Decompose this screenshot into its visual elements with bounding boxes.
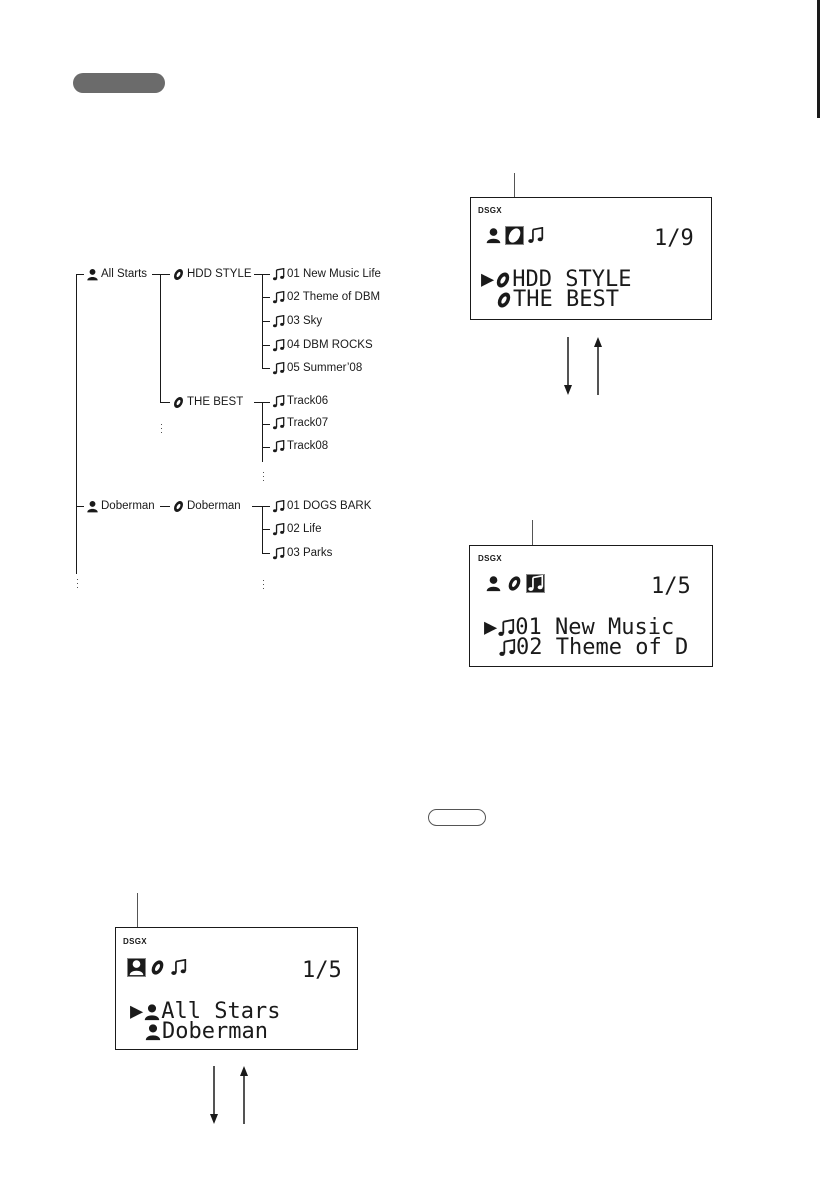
- tree-track: 04 DBM ROCKS: [272, 338, 373, 352]
- note-icon: [526, 574, 545, 593]
- tree-artist-doberman: Doberman: [86, 499, 155, 513]
- tree-track: Track08: [272, 439, 328, 453]
- lcd-mode-icons: [127, 958, 188, 977]
- lcd-display-artist: DSGX 1/5 ▶ All Stars Doberman: [115, 927, 358, 1050]
- cursor-marker: ▶: [481, 267, 495, 292]
- artist-icon: [143, 1003, 161, 1021]
- album-icon: [505, 574, 524, 593]
- note-tab: [428, 809, 486, 826]
- note-icon: [272, 362, 285, 375]
- tree-track: 05 Summer’08: [272, 361, 362, 375]
- note-icon: [272, 523, 285, 536]
- note-icon: [272, 395, 285, 408]
- note-icon: [272, 315, 285, 328]
- album-icon: [505, 226, 524, 245]
- tree-album-the-best: THE BEST: [172, 395, 243, 409]
- artist-icon: [86, 500, 99, 513]
- lcd-count: 1/9: [654, 226, 694, 251]
- tree-album-hdd-style: HDD STYLE: [172, 267, 252, 281]
- scroll-arrows: [210, 1066, 248, 1124]
- album-icon: [495, 291, 513, 309]
- lcd-mode-icons: [484, 574, 545, 593]
- scroll-arrows: [564, 337, 602, 395]
- note-icon: [526, 226, 545, 245]
- note-icon: [272, 500, 285, 513]
- tree-artist-all-starts: All Starts: [86, 267, 147, 281]
- artist-icon: [86, 268, 99, 281]
- note-icon: [272, 547, 285, 560]
- lcd-display-album: DSGX 1/9 ▶ HDD STYLE THE BEST: [470, 197, 712, 320]
- artist-icon: [127, 958, 146, 977]
- tree-track: 02 Theme of DBM: [272, 290, 380, 304]
- page-edge-bar: [817, 0, 820, 118]
- lcd-list-item: 02 Theme of D: [498, 637, 688, 659]
- lcd-mode-icons: [484, 226, 545, 245]
- album-icon: [148, 958, 167, 977]
- artist-icon: [484, 226, 503, 245]
- lcd-brand: DSGX: [123, 937, 147, 946]
- artist-icon: [144, 1023, 162, 1041]
- tree-trunk: [76, 274, 78, 574]
- section-tab: [73, 73, 165, 93]
- tree-track: Track07: [272, 416, 328, 430]
- lcd-count: 1/5: [302, 958, 342, 983]
- lcd-list-item: ▶ 01 New Music: [484, 615, 675, 640]
- album-icon: [172, 396, 185, 409]
- tree-track: Track06: [272, 394, 328, 408]
- lcd-list-item: ▶ All Stars: [130, 999, 281, 1024]
- lcd-list-item: Doberman: [144, 1021, 268, 1043]
- lcd-brand: DSGX: [478, 206, 502, 215]
- lcd-display-track: DSGX 1/5 ▶ 01 New Music 02 Theme of D: [469, 545, 713, 667]
- note-icon: [272, 417, 285, 430]
- cursor-marker: ▶: [130, 999, 144, 1024]
- lcd-brand: DSGX: [478, 554, 502, 563]
- album-icon: [172, 268, 185, 281]
- album-icon: [494, 271, 512, 289]
- tree-track: 02 Life: [272, 522, 322, 536]
- note-icon: [272, 440, 285, 453]
- cursor-marker: ▶: [484, 615, 498, 640]
- lcd-count: 1/5: [651, 574, 691, 599]
- note-icon: [272, 268, 285, 281]
- note-icon: [497, 619, 515, 637]
- note-icon: [272, 291, 285, 304]
- tree-track: 03 Parks: [272, 546, 332, 560]
- tree-track: 01 DOGS BARK: [272, 499, 371, 513]
- note-icon: [498, 639, 516, 657]
- tree-album-doberman: Doberman: [172, 499, 241, 513]
- tree-track: 01 New Music Life: [272, 267, 381, 281]
- tree-track: 03 Sky: [272, 314, 322, 328]
- album-icon: [172, 500, 185, 513]
- artist-icon: [484, 574, 503, 593]
- note-icon: [272, 339, 285, 352]
- lcd-list-item: THE BEST: [495, 289, 619, 311]
- lcd-list-item: ▶ HDD STYLE: [481, 267, 632, 292]
- note-icon: [169, 958, 188, 977]
- tree-more-dots: ···: [76, 574, 79, 592]
